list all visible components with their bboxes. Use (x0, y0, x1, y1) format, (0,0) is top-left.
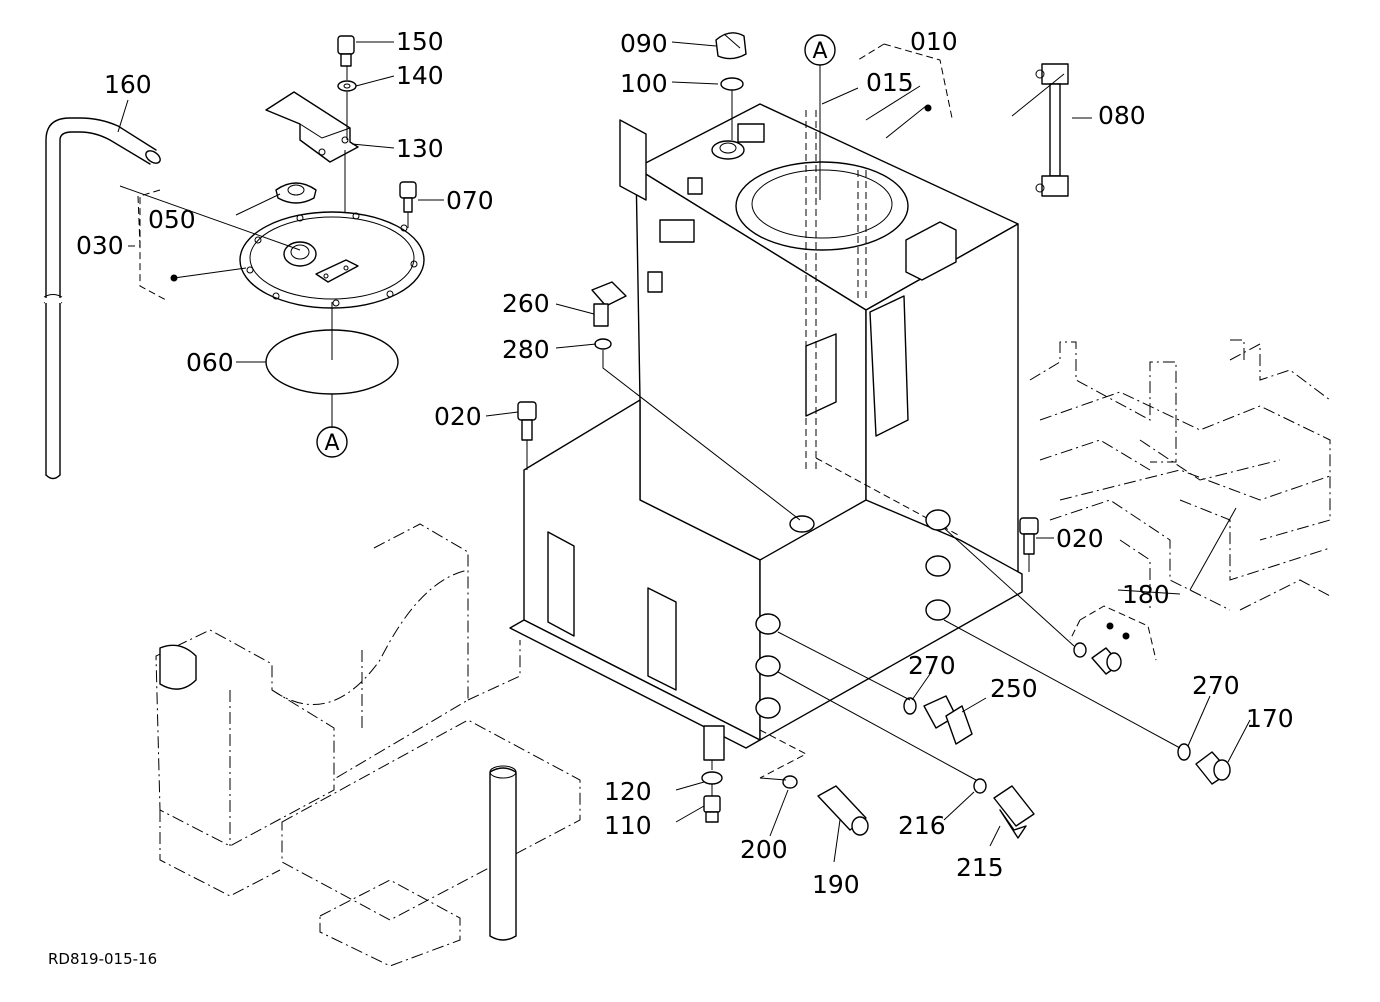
filler-cap-090 (715, 32, 747, 60)
o-ring-180 (1073, 642, 1087, 658)
washer-140 (337, 80, 357, 92)
part-labels: 150 140 130 160 050 070 030 060 090 100 … (76, 27, 1294, 899)
drain-plug-110 (703, 795, 721, 823)
label-216: 216 (898, 811, 946, 840)
label-050: 050 (148, 205, 196, 234)
fitting-170 (1195, 751, 1231, 785)
label-200: 200 (740, 835, 788, 864)
drawing-code: RD819-015-16 (48, 950, 157, 968)
svg-text:A: A (812, 39, 827, 64)
label-215: 215 (956, 853, 1004, 882)
o-ring-100 (720, 77, 744, 91)
label-060: 060 (186, 348, 234, 377)
label-020-left: 020 (434, 402, 482, 431)
frame-left (155, 523, 581, 967)
breather-cap-050 (275, 182, 317, 204)
label-080: 080 (1098, 101, 1146, 130)
label-270-b: 270 (1192, 671, 1240, 700)
leader-lines (117, 41, 1251, 863)
elbow-250 (923, 695, 973, 745)
tank-cover-plate-030 (239, 211, 425, 309)
reference-circle-a-bottom: A (316, 426, 348, 458)
bracket-130 (265, 91, 359, 163)
label-090: 090 (620, 29, 668, 58)
elbow-215 (993, 785, 1035, 839)
drain-washer-120 (701, 771, 723, 785)
label-140: 140 (396, 61, 444, 90)
label-020-right: 020 (1056, 524, 1104, 553)
reference-circle-a-top: A (804, 34, 836, 66)
label-180: 180 (1122, 580, 1170, 609)
sensor-260 (591, 281, 627, 327)
label-190: 190 (812, 870, 860, 899)
o-ring-270-b (1177, 743, 1191, 761)
label-030: 030 (76, 231, 124, 260)
level-gauge-080 (1035, 63, 1069, 197)
label-250: 250 (990, 674, 1038, 703)
o-ring-200 (782, 775, 798, 789)
label-110: 110 (604, 811, 652, 840)
fitting-190 (817, 785, 869, 836)
label-150: 150 (396, 27, 444, 56)
hydraulic-tank-010 (509, 103, 1023, 761)
o-ring-280 (594, 338, 612, 350)
bolt-070 (399, 181, 417, 213)
frame-right (1029, 339, 1331, 611)
label-270-a: 270 (908, 651, 956, 680)
breather-hose-160 (43, 117, 161, 480)
bolt-020-left (517, 401, 537, 441)
label-100: 100 (620, 69, 668, 98)
svg-text:A: A (324, 431, 339, 456)
label-130: 130 (396, 134, 444, 163)
label-160: 160 (104, 70, 152, 99)
label-170: 170 (1246, 704, 1294, 733)
fitting-180 (1091, 647, 1122, 675)
o-ring-216 (973, 778, 987, 794)
label-010: 010 (910, 27, 958, 56)
label-120: 120 (604, 777, 652, 806)
label-070: 070 (446, 186, 494, 215)
label-260: 260 (502, 289, 550, 318)
o-ring-270-a (903, 697, 917, 715)
bolt-020-right (1019, 517, 1039, 555)
bolt-150 (337, 35, 355, 67)
label-280: 280 (502, 335, 550, 364)
label-015: 015 (866, 68, 914, 97)
